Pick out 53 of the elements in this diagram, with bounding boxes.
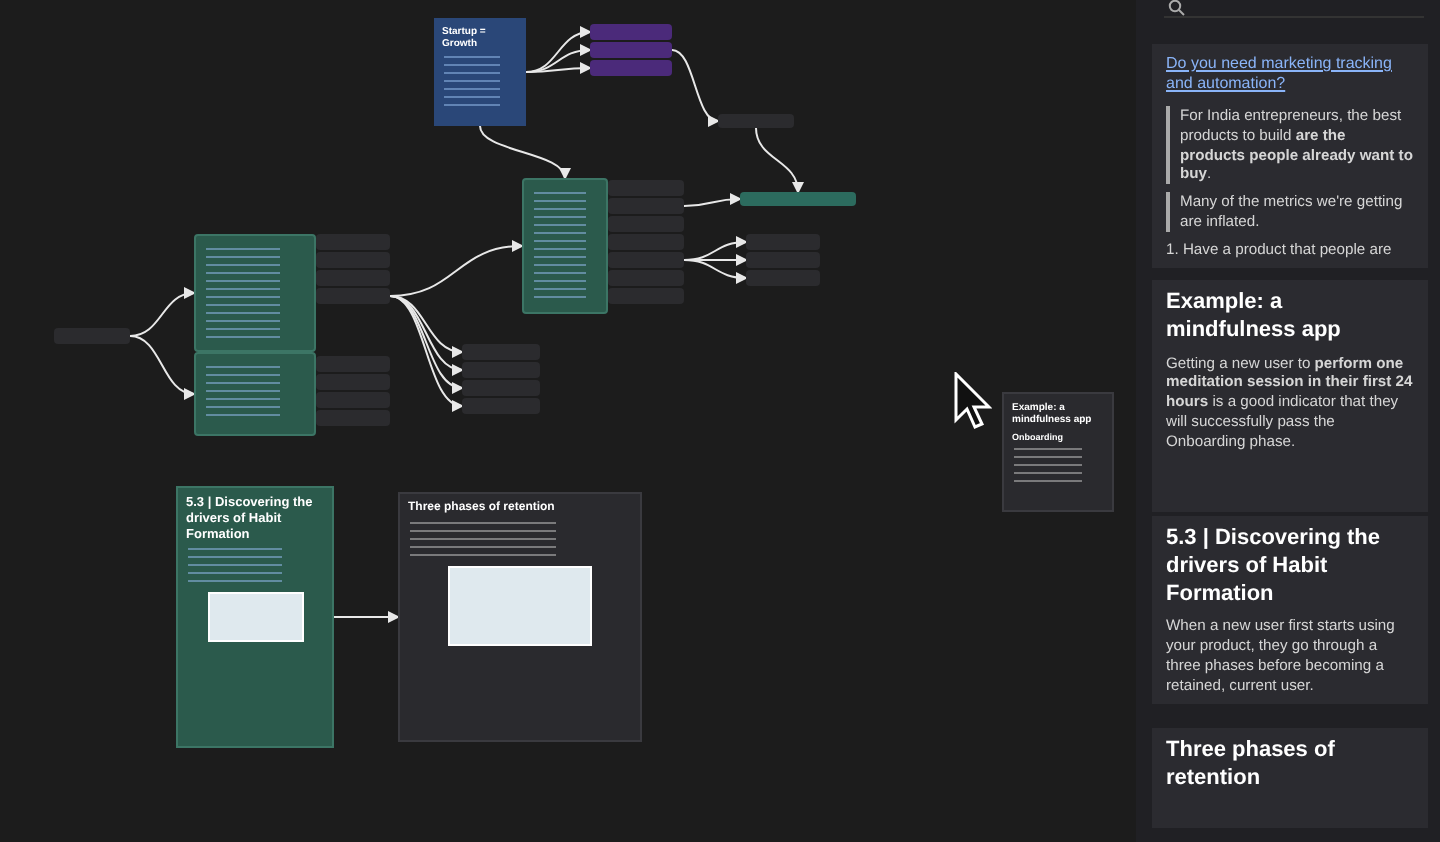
label-box: [608, 252, 684, 268]
label-box: [316, 374, 390, 390]
card-heading: Example: a mindfulness app: [1166, 290, 1343, 345]
arrow: [333, 611, 400, 623]
arrow: [755, 127, 803, 194]
card-heading: 5.3 | Discovering the drivers of Habit Formation: [1166, 526, 1383, 609]
label-box: [462, 398, 540, 414]
label-box: [740, 192, 856, 206]
label-box: [746, 252, 820, 268]
label-box: [746, 234, 820, 250]
note-card: [398, 492, 642, 742]
label-box: [462, 344, 540, 360]
label-box: [316, 234, 390, 250]
label-box: [608, 234, 684, 250]
label-box: [608, 216, 684, 232]
label-box: [608, 270, 684, 286]
label-box: [718, 114, 794, 128]
label-box: [316, 288, 390, 304]
card-heading: Three phases of retention: [1166, 738, 1337, 793]
arrow: [525, 27, 592, 73]
label-box: [608, 180, 684, 196]
arrow: [129, 288, 196, 337]
arrow: [389, 295, 464, 392]
label-box: [462, 380, 540, 396]
arrow: [683, 259, 748, 284]
label-box: [590, 24, 672, 40]
label-box: [590, 60, 672, 76]
note-card: [1152, 44, 1428, 268]
note-card: [434, 18, 526, 126]
note-card: [522, 178, 608, 314]
label-box: [590, 42, 672, 58]
arrow: [389, 295, 464, 410]
label-box: [746, 270, 820, 286]
note-card: [1002, 392, 1114, 512]
label-box: [608, 288, 684, 304]
arrow: [389, 295, 464, 357]
arrow: [389, 240, 524, 297]
arrow: [683, 193, 742, 207]
label-box: [54, 328, 130, 344]
note-card: [176, 486, 334, 748]
note-card: [194, 234, 316, 352]
label-box: [316, 410, 390, 426]
note-card: [194, 352, 316, 436]
label-box: [316, 356, 390, 372]
label-box: [462, 362, 540, 378]
label-box: [608, 198, 684, 214]
label-box: [316, 252, 390, 268]
arrow: [129, 335, 196, 399]
arrow: [525, 62, 592, 75]
link-text: Do you need marketing tracking and automation?: [1166, 54, 1394, 96]
arrow: [479, 125, 569, 180]
label-box: [316, 392, 390, 408]
label-box: [316, 270, 390, 286]
